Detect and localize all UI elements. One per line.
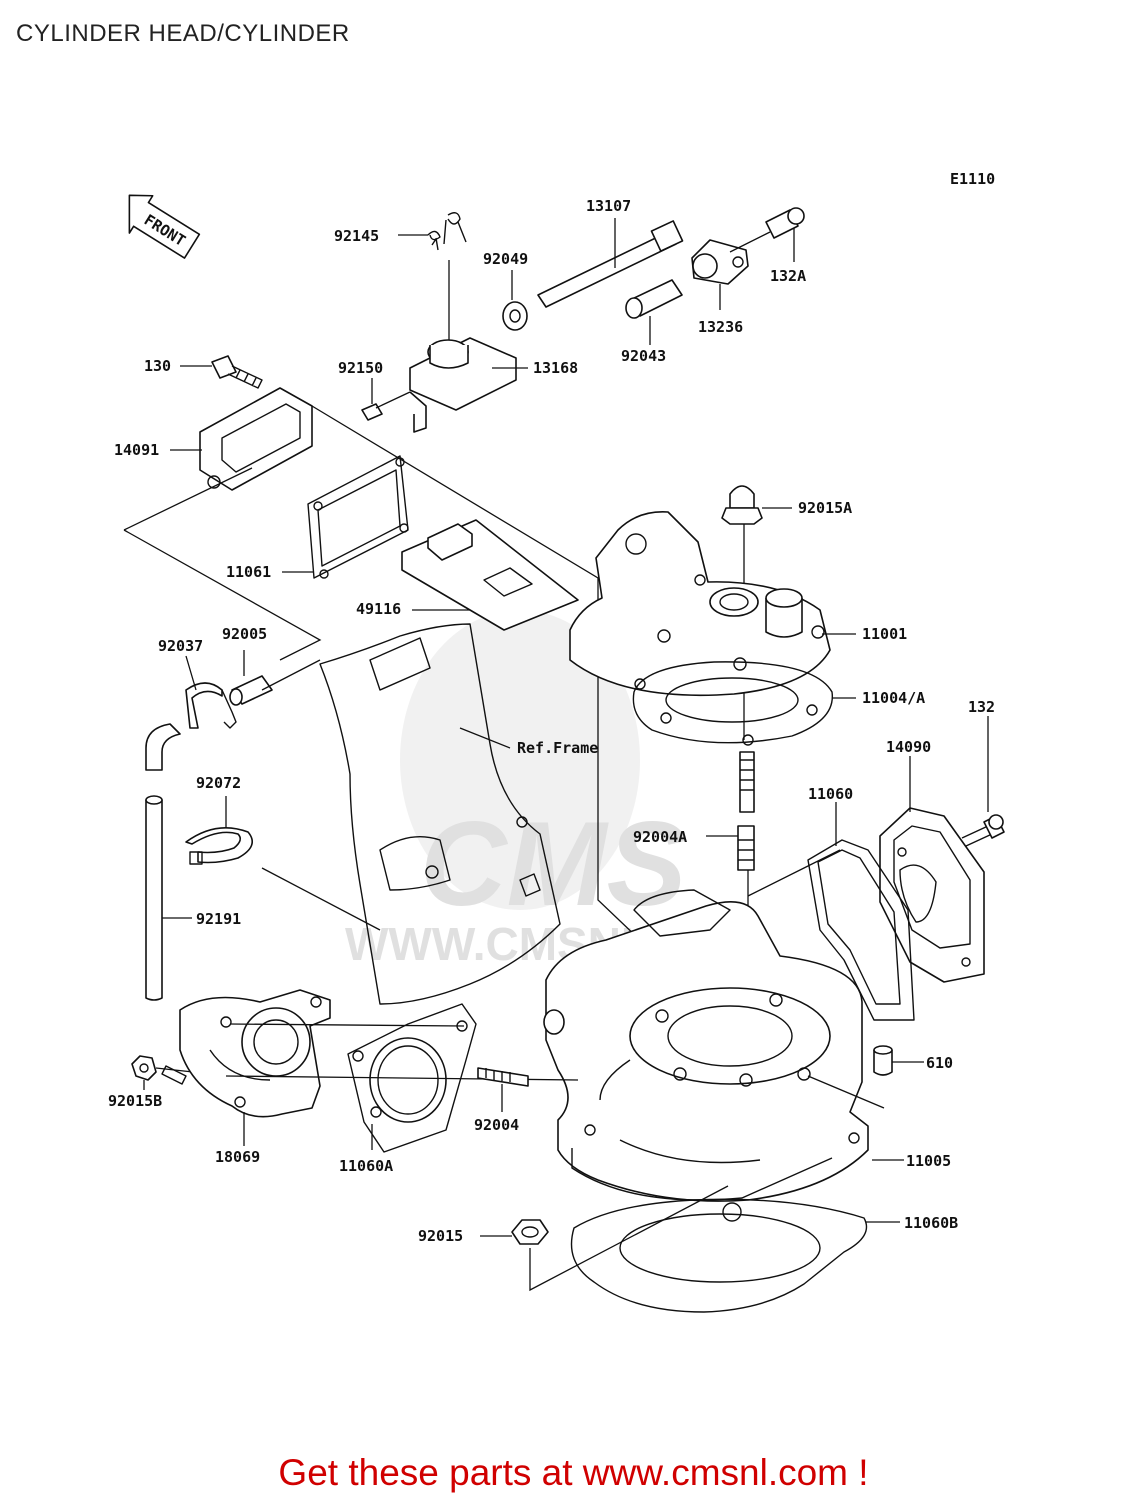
- cylinder-11005-icon: [543, 889, 869, 1222]
- part-label-18069[interactable]: 18069: [215, 1148, 260, 1166]
- intake-manifold-18069-icon: [161, 989, 331, 1118]
- part-label-13236[interactable]: 13236: [698, 318, 743, 336]
- clamp-92037-icon: [185, 682, 237, 729]
- part-label-92005[interactable]: 92005: [222, 625, 267, 643]
- part-label-14091[interactable]: 14091: [114, 441, 159, 459]
- screw-92150-icon: [361, 391, 411, 421]
- frame-reference-icon: [319, 623, 561, 1005]
- shaft-13107-icon: [537, 220, 684, 308]
- stud-92004A-icon: [737, 751, 755, 871]
- head-gasket-11004A-icon: [632, 661, 833, 746]
- intake-gasket-11060A-icon: [347, 1003, 477, 1153]
- part-label-92145[interactable]: 92145: [334, 227, 379, 245]
- bolt-132A-icon: [729, 207, 805, 253]
- cap-nut-92015A-icon: [721, 485, 763, 525]
- part-label-49116[interactable]: 49116: [356, 600, 401, 618]
- dowel-610-icon: [873, 1045, 893, 1076]
- part-label-92037[interactable]: 92037: [158, 637, 203, 655]
- part-label-11005[interactable]: 11005: [906, 1152, 951, 1170]
- part-label-132[interactable]: 132: [968, 698, 995, 716]
- hose-92191-icon: [145, 723, 181, 1001]
- part-label-13107[interactable]: 13107: [586, 197, 631, 215]
- part-label-92043[interactable]: 92043: [621, 347, 666, 365]
- nut-92015B-icon: [131, 1055, 157, 1081]
- part-label-11060B[interactable]: 11060B: [904, 1214, 958, 1232]
- cover-14090-icon: [879, 807, 985, 983]
- part-label-92015[interactable]: 92015: [418, 1227, 463, 1245]
- promo-link[interactable]: Get these parts at www.cmsnl.com !: [278, 1452, 869, 1493]
- part-label-92150[interactable]: 92150: [338, 359, 383, 377]
- fitting-92005-icon: [229, 675, 273, 706]
- nut-92015-icon: [511, 1219, 549, 1245]
- part-label-92191[interactable]: 92191: [196, 910, 241, 928]
- part-label-11001[interactable]: 11001: [862, 625, 907, 643]
- ref-frame-label: Ref.Frame: [517, 739, 598, 757]
- part-label-132A[interactable]: 132A: [770, 267, 806, 285]
- exploded-parts-diagram: CMS WWW.CMSNL.COM E1110 FRONT: [108, 170, 1005, 1313]
- bolt-130-icon: [211, 355, 263, 389]
- bolt-132-icon: [961, 814, 1005, 847]
- spring-92145-icon: [427, 212, 467, 251]
- part-label-92049[interactable]: 92049: [483, 250, 528, 268]
- front-arrow-icon: FRONT: [128, 194, 201, 259]
- part-label-92072[interactable]: 92072: [196, 774, 241, 792]
- part-label-13168[interactable]: 13168: [533, 359, 578, 377]
- collar-92043-icon: [625, 279, 683, 319]
- watermark-brand: CMS: [420, 797, 687, 931]
- part-label-11060A[interactable]: 11060A: [339, 1157, 393, 1175]
- part-label-11061[interactable]: 11061: [226, 563, 271, 581]
- gasket-11060-icon: [807, 839, 915, 1021]
- holder-13236-icon: [691, 239, 749, 285]
- base-gasket-11060B-icon: [570, 1198, 868, 1313]
- part-label-11004A[interactable]: 11004/A: [862, 689, 925, 707]
- part-label-14090[interactable]: 14090: [886, 738, 931, 756]
- part-label-92004A[interactable]: 92004A: [633, 828, 687, 846]
- part-label-92015B[interactable]: 92015B: [108, 1092, 162, 1110]
- part-label-610[interactable]: 610: [926, 1054, 953, 1072]
- part-labels: 92145 13107 92049 132A 13236 92043 130 9…: [108, 197, 995, 1245]
- diagram-code: E1110: [950, 170, 995, 188]
- valve-49116-icon: [401, 519, 579, 631]
- part-label-92004[interactable]: 92004: [474, 1116, 519, 1134]
- part-label-11060[interactable]: 11060: [808, 785, 853, 803]
- part-label-92015A[interactable]: 92015A: [798, 499, 852, 517]
- page-title: CYLINDER HEAD/CYLINDER: [16, 20, 350, 47]
- cover-14091-icon: [199, 387, 313, 491]
- bearing-92049-icon: [502, 301, 528, 331]
- clamp-92072-icon: [185, 826, 254, 865]
- lever-13168-icon: [409, 337, 517, 433]
- cylinder-head-11001-icon: [569, 511, 831, 697]
- gasket-11061-icon: [307, 455, 409, 579]
- stud-92004-icon: [477, 1067, 529, 1087]
- part-label-130[interactable]: 130: [144, 357, 171, 375]
